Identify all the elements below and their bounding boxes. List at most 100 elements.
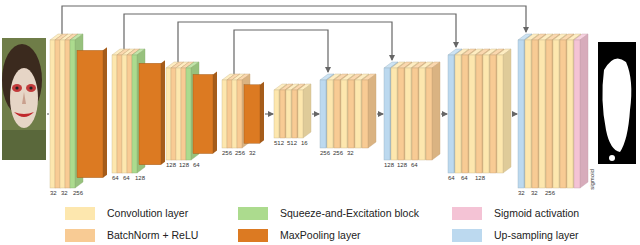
legend-entry: Up-sampling layer: [452, 227, 579, 243]
dimension-label: 32: [518, 190, 525, 197]
legend-entry: Sigmoid activation: [452, 205, 579, 221]
legend-text: MaxPooling layer: [280, 229, 361, 241]
slab-front: [166, 68, 171, 160]
label-text: 128: [179, 162, 189, 168]
dimension-label: 64: [193, 162, 200, 169]
label-text: 256: [235, 150, 245, 156]
slab-front: [476, 55, 482, 173]
maxpool-slab: [193, 71, 217, 153]
layer-slab: [539, 34, 553, 188]
layer-slab: [274, 84, 287, 138]
slab-front: [186, 68, 191, 160]
flow-arrow: [512, 114, 517, 115]
label-text: 32: [531, 190, 538, 196]
dimension-label: 256: [545, 190, 555, 197]
slab-front: [455, 55, 461, 173]
slab-side: [397, 62, 405, 160]
label-text: 32: [61, 190, 68, 196]
slab-front: [525, 40, 531, 188]
layer-slab: [355, 74, 369, 148]
label-text: 128: [166, 162, 176, 168]
slab-front: [55, 40, 60, 188]
slab-side: [361, 74, 369, 148]
slab-front: [244, 85, 260, 143]
slab-side: [333, 74, 341, 148]
slab-front: [112, 55, 117, 173]
label-text: 64: [448, 175, 455, 181]
slab-side: [538, 34, 546, 188]
layer-slab: [384, 62, 398, 160]
layer-slab: [455, 49, 469, 173]
dimension-label: 128: [135, 175, 145, 182]
slab-side: [103, 47, 107, 177]
legend-swatch: [238, 229, 268, 242]
slab-front: [292, 90, 297, 138]
label-text: 128: [475, 175, 485, 181]
layer-slab: [405, 62, 419, 160]
label-text: 32: [347, 150, 354, 156]
legend-swatch: [65, 229, 95, 242]
dimension-label: 64: [448, 175, 455, 182]
label-text: 32: [50, 190, 57, 196]
legend-swatch: [238, 207, 268, 220]
slab-front: [483, 55, 489, 173]
layer-slab: [334, 74, 348, 148]
layer-slab: [518, 34, 532, 188]
layer-slab: [553, 34, 567, 188]
skip-connection: [178, 22, 392, 62]
layer-slab: [327, 74, 341, 148]
label-text: 64: [123, 175, 130, 181]
layer-slab: [391, 62, 405, 160]
slab-side: [213, 71, 217, 153]
slab-side: [559, 34, 567, 188]
dimension-label: 32: [61, 190, 68, 197]
label-text: 256: [73, 190, 83, 196]
slab-front: [419, 68, 425, 160]
slab-front: [574, 40, 580, 188]
label-text: 512: [274, 140, 284, 146]
slab-side: [368, 74, 376, 148]
slab-front: [412, 68, 418, 160]
slab-side: [468, 49, 476, 173]
slab-side: [354, 74, 362, 148]
slab-side: [573, 34, 581, 188]
label-text: 64: [411, 162, 418, 168]
layer-slab: [448, 49, 462, 173]
dimension-label: 128: [166, 162, 176, 169]
layer-slab: [560, 34, 574, 188]
label-text: 128: [384, 162, 394, 168]
slab-side: [461, 49, 469, 173]
dimension-label: 512: [287, 140, 297, 147]
slab-side: [260, 82, 264, 143]
dimension-label: 256: [73, 190, 83, 197]
slab-side: [503, 49, 511, 173]
label-text: 256: [222, 150, 232, 156]
flow-arrow: [441, 114, 447, 115]
slab-front: [327, 80, 333, 148]
legend-entry: BatchNorm + ReLU: [65, 227, 198, 243]
layer-slab: [362, 74, 376, 148]
slab-front: [448, 55, 454, 173]
layer-slab: [574, 34, 588, 188]
slab-side: [326, 74, 334, 148]
slab-side: [418, 62, 426, 160]
activation-label: sigmoid: [589, 169, 596, 190]
legend-swatch: [452, 207, 482, 220]
dimension-label: 32: [249, 150, 256, 157]
skip-connection: [234, 30, 328, 74]
flow-arrow: [377, 114, 383, 115]
output-mask-image: [598, 42, 636, 164]
flow-arrow: [265, 114, 273, 115]
slab-front: [398, 68, 404, 160]
slab-front: [77, 50, 103, 177]
layer-slab: [412, 62, 426, 160]
slab-front: [171, 68, 176, 160]
layer-slab: [286, 84, 299, 138]
legend-text: Up-sampling layer: [494, 229, 579, 241]
layer-slab: [398, 62, 412, 160]
slab-front: [567, 40, 573, 188]
slab-front: [320, 80, 326, 148]
layer-slab: [320, 74, 334, 148]
slab-front: [65, 40, 70, 188]
label-text: sigmoid: [589, 169, 595, 190]
